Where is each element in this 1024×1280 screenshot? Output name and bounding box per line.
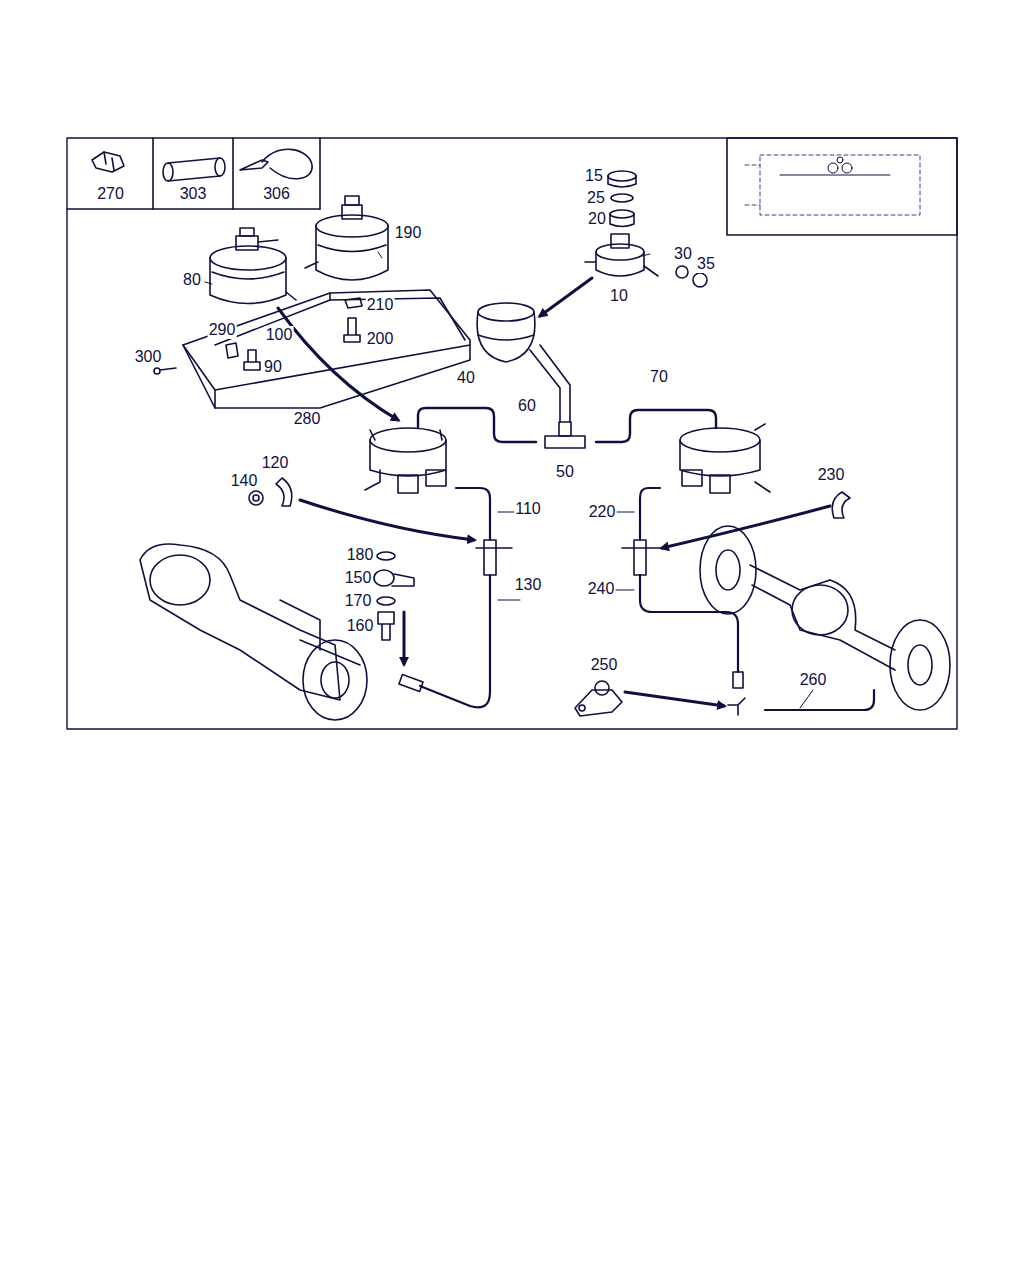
callout-number: 20 [587, 210, 607, 228]
callout-number: 170 [344, 592, 373, 610]
callout-number: 40 [456, 369, 476, 387]
callout-number: 306 [233, 185, 320, 203]
callout-number: 10 [609, 287, 629, 305]
callout-number: 250 [590, 656, 619, 674]
callout-number: 150 [344, 569, 373, 587]
callout-number: 120 [261, 454, 290, 472]
callout-number: 15 [584, 167, 604, 185]
callout-number: 180 [346, 546, 375, 564]
callout-number: 35 [696, 255, 716, 273]
callout-number: 270 [68, 185, 153, 203]
callout-number: 60 [517, 397, 537, 415]
part-cell: 303 [153, 139, 233, 209]
callout-number: 220 [588, 503, 617, 521]
callout-number: 80 [182, 271, 202, 289]
callout-number: 100 [265, 326, 294, 344]
callout-number: 290 [208, 321, 237, 339]
part-cell: 270 [68, 139, 153, 209]
callout-number: 280 [293, 410, 322, 428]
callout-number: 190 [394, 224, 423, 242]
callout-number: 25 [586, 189, 606, 207]
callout-number: 300 [134, 348, 163, 366]
callout-number: 240 [587, 580, 616, 598]
callout-number: 160 [346, 617, 375, 635]
callout-number: 303 [153, 185, 233, 203]
callout-number: 50 [555, 463, 575, 481]
callout-number: 230 [817, 466, 846, 484]
callout-number: 70 [649, 368, 669, 386]
callout-number: 110 [514, 500, 542, 518]
part-cell: 306 [233, 139, 320, 209]
callout-number: 140 [230, 472, 259, 490]
callout-number: 90 [263, 358, 283, 376]
callout-number: 260 [799, 671, 828, 689]
callout-number: 30 [673, 245, 693, 263]
callout-number: 200 [366, 330, 395, 348]
callout-number: 130 [514, 576, 543, 594]
callout-number: 210 [366, 296, 395, 314]
